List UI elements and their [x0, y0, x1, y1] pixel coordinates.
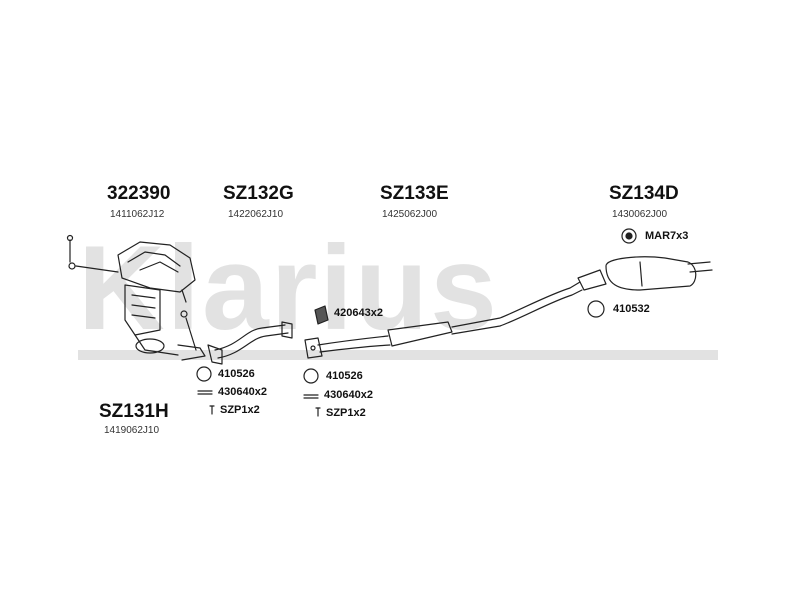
spring-430640-icon-2	[303, 394, 319, 399]
part-number-322390: 322390	[107, 183, 171, 204]
centre-pipe-drawing	[304, 281, 583, 359]
bolt-szp-icon-2	[315, 407, 321, 417]
accessory-szp-right: SZP1x2	[326, 407, 366, 419]
rear-silencer-drawing	[577, 256, 713, 291]
accessory-430640-left: 430640x2	[218, 386, 267, 398]
mar-rubber-mount-icon	[621, 228, 637, 244]
gasket-410526-icon-1	[196, 366, 212, 382]
oem-number-sz134d: 1430062J00	[612, 209, 668, 220]
gasket-410526-icon-2	[303, 368, 319, 384]
accessory-mar: MAR7x3	[645, 230, 689, 242]
oem-number-sz133e: 1425062J00	[382, 209, 438, 220]
accessory-410526-left: 410526	[218, 368, 255, 380]
part-number-sz131h: SZ131H	[99, 401, 169, 422]
part-number-sz134d: SZ134D	[609, 183, 679, 204]
oem-number-sz132g: 1422062J10	[228, 209, 284, 220]
front-pipe-drawing	[207, 321, 293, 365]
part-number-sz132g: SZ132G	[223, 183, 294, 204]
clamp-420643-icon	[314, 305, 329, 325]
part-number-sz133e: SZ133E	[380, 183, 449, 204]
oem-number-322390: 1411062J12	[110, 209, 165, 220]
accessory-420643: 420643x2	[334, 307, 383, 319]
oem-number-sz131h: 1419062J10	[104, 425, 160, 436]
accessory-410526-right: 410526	[326, 370, 363, 382]
accessory-410532: 410532	[613, 303, 650, 315]
watermark-underline	[78, 350, 718, 360]
bolt-szp-icon-1	[209, 405, 215, 415]
gasket-410532-icon	[587, 300, 605, 318]
accessory-430640-right: 430640x2	[324, 389, 373, 401]
catalytic-converter-drawing	[66, 234, 206, 361]
spring-430640-icon-1	[197, 390, 213, 395]
accessory-szp-left: SZP1x2	[220, 404, 260, 416]
